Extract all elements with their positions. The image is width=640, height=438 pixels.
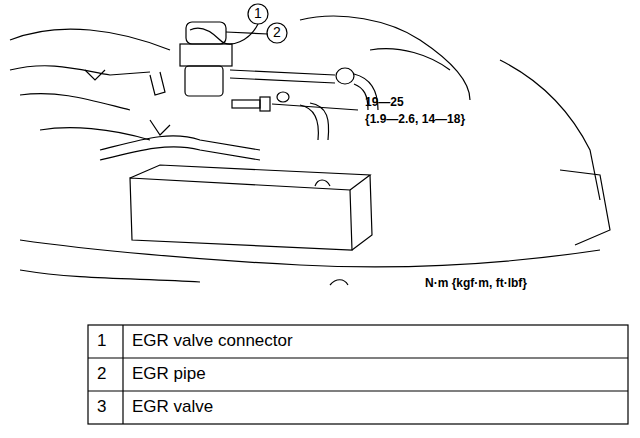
hose [100,136,260,150]
table-rule [88,390,628,391]
egr-pipe [300,105,318,140]
engine-outline [20,240,600,267]
callout-number: 1 [248,6,268,21]
egr-pipe [310,103,329,140]
hose [100,147,260,160]
engine-outline [20,94,130,110]
egr-pipe [230,70,335,75]
table-rule [122,325,123,424]
engine-outline [500,60,600,200]
engine-outline [40,128,150,140]
engine-outline [20,270,200,282]
table-cell: EGR valve [132,398,213,417]
table-cell: 3 [97,398,106,417]
table-rule [88,357,628,358]
egr-pipe [230,78,335,83]
terminal [315,180,330,186]
bracket [150,72,165,95]
pipe-nut [336,68,354,84]
connector-wire [190,24,258,44]
engine-outline [10,66,150,75]
table-cell: EGR valve connector [132,332,293,351]
battery-box [352,175,372,250]
engine-outline [370,49,450,70]
bracket [150,120,170,135]
egr-valve-cap [186,22,226,44]
engine-outline [10,29,170,50]
bolt [232,100,260,108]
leader-line [226,32,268,34]
table-border [88,325,628,424]
callout-circle [267,23,287,43]
torque-value: 19—25 [365,96,404,109]
battery-box [130,165,370,190]
table-cell: 2 [97,365,106,384]
callout-circle [248,4,268,24]
unit-note: N·m {kgf·m, ft·lbf} [425,277,527,290]
gasket [277,92,289,102]
table-cell: 1 [97,332,106,351]
torque-value: {1.9—2.6, 14—18} [365,113,465,126]
clip [330,280,348,285]
bolt-head [260,97,270,111]
battery-box [130,178,352,250]
engine-outline [85,70,105,80]
engine-outline [300,16,470,100]
egr-valve-body [180,44,232,66]
leader-line [272,104,358,110]
callout-number: 2 [267,25,287,40]
egr-valve-base [185,66,223,96]
engine-outline [560,170,610,245]
table-cell: EGR pipe [132,365,206,384]
